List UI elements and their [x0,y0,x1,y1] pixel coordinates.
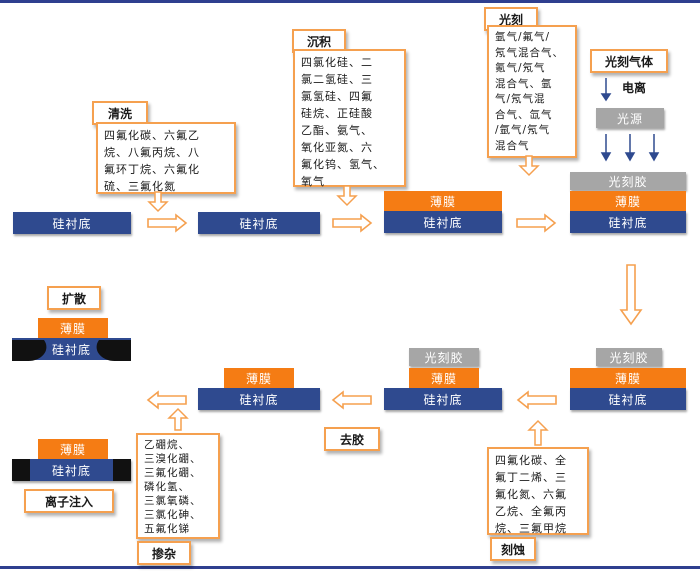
substrate-step4: 硅衬底 [570,211,686,233]
film-step5: 薄膜 [570,368,686,388]
substrate-step7: 硅衬底 [198,388,320,410]
diffusion-well-left [12,340,47,362]
light-rays [600,78,660,162]
resist-step5: 光刻胶 [596,348,662,366]
substrate-step5: 硅衬底 [570,388,686,410]
label-litho-gas: 光刻气体 [590,49,668,73]
label-ionize: 电离 [622,81,647,95]
label-etch: 刻蚀 [490,537,536,561]
label-diffusion: 扩散 [47,286,101,310]
arrow-to-doping [147,391,187,409]
gas-list-clean: 四氟化碳、六氟乙 烷、八氟丙烷、八 氟环丁烷、六氟化 硫、三氟化氮 [96,122,236,194]
gas-list-deposit: 四氯化硅、二 氯二氢硅、三 氯氢硅、四氟 硅烷、正硅酸 乙酯、氨气、 氧化亚氮、… [293,49,406,188]
light-source: 光源 [596,108,664,128]
film-step4: 薄膜 [570,191,686,211]
arrow-strip-to-film [332,391,372,409]
film-implant: 薄膜 [38,439,108,459]
film-step3: 薄膜 [384,191,502,211]
resist-step4: 光刻胶 [570,172,686,190]
arrow-clean-to-next [147,214,187,232]
substrate-implant: 硅衬底 [12,459,131,481]
gas-list-litho: 氩气/氟气/ 氖气混合气、 氪气/氖气 混合气、氩 气/氖气混 合气、氙气 /氩… [487,25,577,158]
substrate-step3: 硅衬底 [384,211,502,233]
arrow-doping-up [167,407,189,431]
film-diffusion: 薄膜 [38,318,108,338]
film-step7: 薄膜 [224,368,294,388]
label-implant: 离子注入 [24,489,114,513]
gas-list-doping: 乙硼烷、 三溴化硼、 三氟化硼、 磷化氢、 三氯氧磷、 三氯化砷、 五氟化锑 [136,433,220,539]
gas-list-etch: 四氟化碳、全 氟丁二烯、三 氟化氮、六氟 乙烷、全氟丙 烷、三氟甲烷 [487,447,589,535]
arrow-down-right [619,264,643,326]
arrow-litho-down [518,155,540,177]
diffusion-well-right [96,340,131,362]
bottom-border [0,566,700,569]
arrow-deposit-to-next [332,214,372,232]
film-step6: 薄膜 [409,368,479,388]
arrow-etch-to-strip [517,391,557,409]
arrow-etch-up [527,419,549,446]
resist-step6: 光刻胶 [409,348,479,366]
arrow-to-litho [516,214,556,232]
arrow-deposit-down [336,185,358,207]
substrate-step2: 硅衬底 [198,212,320,234]
label-strip: 去胶 [324,427,380,451]
substrate-step6: 硅衬底 [384,388,502,410]
top-border [0,0,700,3]
substrate-step1: 硅衬底 [13,212,131,234]
arrow-clean-down [147,191,169,213]
label-doping: 掺杂 [137,541,191,565]
